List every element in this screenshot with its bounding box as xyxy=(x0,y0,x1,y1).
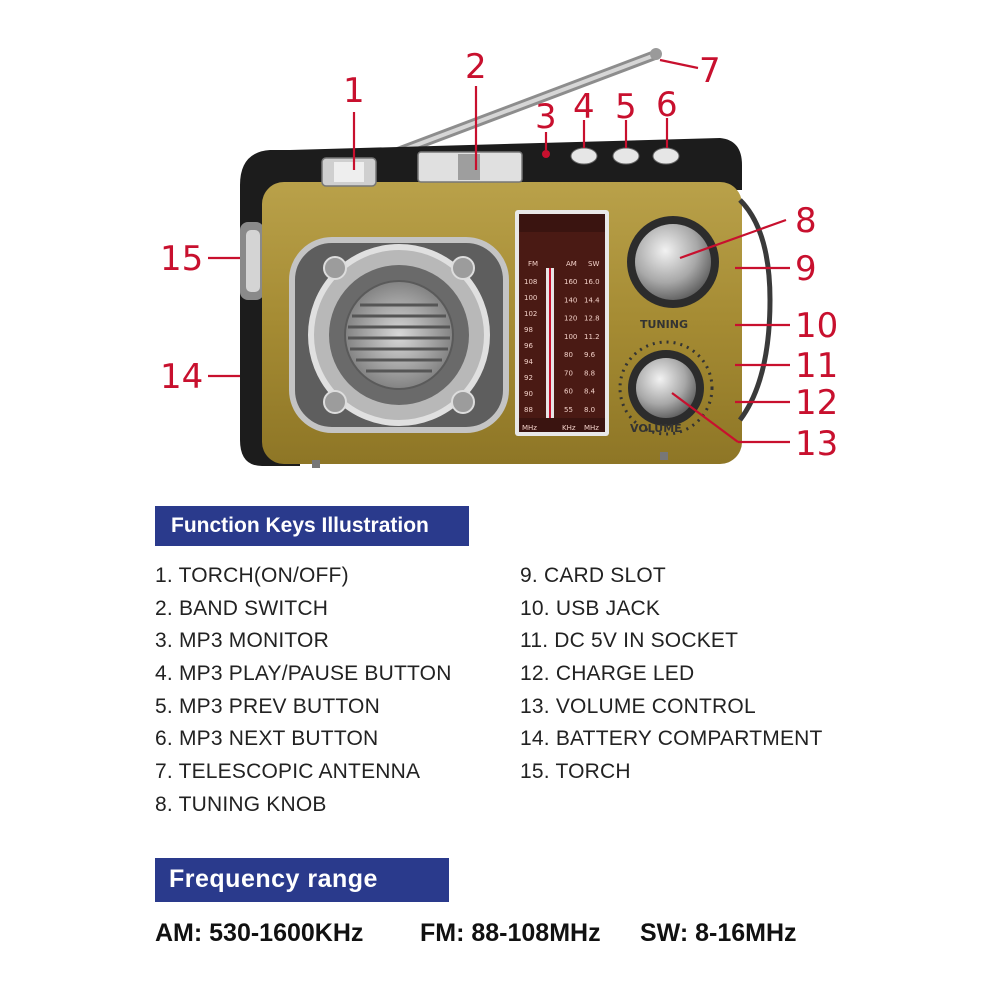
dial-scale-label: 100 xyxy=(564,333,577,341)
callout-13: 13 xyxy=(795,424,838,464)
frequency-sw: SW: 8-16MHz xyxy=(640,919,797,947)
dial-scale-label: 94 xyxy=(524,358,533,366)
frequency-range-heading: Frequency range xyxy=(155,858,449,902)
dial-scale-label: 92 xyxy=(524,374,533,382)
callout-2: 2 xyxy=(465,47,487,87)
function-key-item: 12. CHARGE LED xyxy=(520,662,695,686)
function-key-item: 7. TELESCOPIC ANTENNA xyxy=(155,760,421,784)
dial-scale-label: 11.2 xyxy=(584,333,600,341)
frequency-fm: FM: 88-108MHz xyxy=(420,919,601,947)
dial-scale-label: 90 xyxy=(524,390,533,398)
callout-6: 6 xyxy=(656,85,678,125)
callout-1: 1 xyxy=(343,71,365,111)
dial-scale-label: 140 xyxy=(564,296,577,304)
dial-band-am: AM xyxy=(566,260,577,268)
function-key-item: 6. MP3 NEXT BUTTON xyxy=(155,727,379,751)
function-key-item: 14. BATTERY COMPARTMENT xyxy=(520,727,823,751)
dial-scale-label: 8.0 xyxy=(584,406,595,414)
dial-band-fm: FM xyxy=(528,260,538,268)
mp3-monitor-led xyxy=(542,150,550,158)
torch-lens xyxy=(240,222,264,300)
band-switch xyxy=(417,151,523,183)
tuning-knob xyxy=(627,216,719,308)
callout-8: 8 xyxy=(795,201,817,241)
callout-lines xyxy=(208,58,790,444)
dial-scale-label: 12.8 xyxy=(584,315,600,323)
callout-12: 12 xyxy=(795,383,838,423)
speaker-grill xyxy=(289,237,509,433)
callout-7: 7 xyxy=(699,51,721,91)
callout-9: 9 xyxy=(795,249,817,289)
tuning-label: TUNING xyxy=(640,318,688,331)
mp3-prev-button xyxy=(612,147,640,165)
tuning-dial: FM AM SW 108 100 102 98 96 94 92 90 88 160 140 120… xyxy=(515,210,609,436)
dial-scale-label: 8.8 xyxy=(584,369,595,377)
carry-strap xyxy=(737,198,773,422)
function-key-item: 10. USB JACK xyxy=(520,596,661,620)
dial-scale-label: 55 xyxy=(564,406,573,414)
dial-scale-label: 88 xyxy=(524,406,533,414)
frequency-am: AM: 530-1600KHz xyxy=(155,919,364,947)
dial-scale-label: 120 xyxy=(564,315,577,323)
function-key-item: 1. TORCH(ON/OFF) xyxy=(155,564,349,587)
dial-scale-label: 100 xyxy=(524,294,537,302)
callout-15: 15 xyxy=(160,239,203,279)
dial-scale-label: 102 xyxy=(524,310,537,318)
callout-4: 4 xyxy=(573,87,595,127)
dial-scale-label: 96 xyxy=(524,342,533,350)
function-key-item: 2. BAND SWITCH xyxy=(155,596,329,620)
function-keys-heading: Function Keys Illustration xyxy=(155,506,469,546)
function-key-item: 3. MP3 MONITOR xyxy=(155,629,329,653)
function-key-item: 5. MP3 PREV BUTTON xyxy=(155,694,380,718)
mp3-play-pause-button xyxy=(570,147,598,165)
torch-switch xyxy=(321,157,377,187)
callout-11: 11 xyxy=(795,346,838,386)
function-key-item: 13. VOLUME CONTROL xyxy=(520,694,756,718)
function-key-item: 15. TORCH xyxy=(520,760,631,784)
dial-unit-am: KHz xyxy=(562,424,576,432)
foot xyxy=(660,452,668,460)
volume-knob xyxy=(618,340,714,436)
mp3-next-button xyxy=(652,147,680,165)
dial-scale-label: 80 xyxy=(564,351,573,359)
callout-5: 5 xyxy=(615,87,637,127)
dial-scale-label: 60 xyxy=(564,388,573,396)
callout-14: 14 xyxy=(160,357,203,397)
callout-3: 3 xyxy=(535,97,557,137)
dial-scale-label: 160 xyxy=(564,278,577,286)
dial-unit-fm: MHz xyxy=(522,424,537,432)
function-key-item: 8. TUNING KNOB xyxy=(155,792,327,816)
dial-scale-label: 108 xyxy=(524,278,537,286)
dial-scale-label: 70 xyxy=(564,369,573,377)
function-keys-list-right: 9. CARD SLOT 10. USB JACK 11. DC 5V IN SOC… xyxy=(520,560,823,789)
function-keys-list-left: 1. TORCH(ON/OFF) 2. BAND SWITCH 3. MP3 MON… xyxy=(155,560,452,822)
dial-band-sw: SW xyxy=(588,260,599,268)
function-key-item: 4. MP3 PLAY/PAUSE BUTTON xyxy=(155,662,452,686)
callout-10: 10 xyxy=(795,306,838,346)
dial-scale-label: 9.6 xyxy=(584,351,596,359)
dial-scale-label: 14.4 xyxy=(584,296,600,304)
function-key-item: 9. CARD SLOT xyxy=(520,564,666,587)
dial-scale-label: 8.4 xyxy=(584,388,596,396)
function-key-item: 11. DC 5V IN SOCKET xyxy=(520,629,739,653)
volume-label: VOLUME xyxy=(630,422,682,435)
dial-scale-label: 16.0 xyxy=(584,278,600,286)
dial-unit-sw: MHz xyxy=(584,424,599,432)
foot xyxy=(312,460,320,468)
dial-scale-label: 98 xyxy=(524,326,533,334)
